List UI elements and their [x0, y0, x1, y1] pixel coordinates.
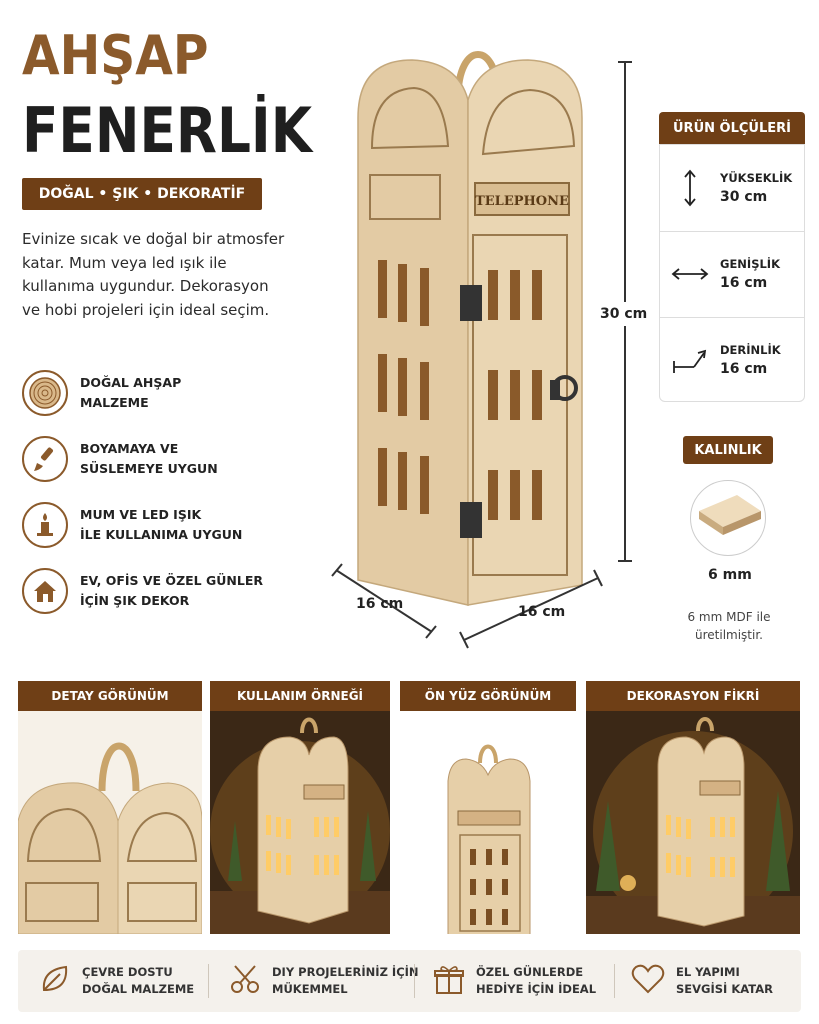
candle-icon: [22, 502, 68, 548]
dimension-label: GENİŞLİK: [720, 256, 780, 271]
divider: [208, 964, 209, 998]
feature-line: DOĞAL AHŞAP: [80, 375, 182, 390]
feature-candle-led: MUM VE LED IŞIK İLE KULLANIMA UYGUN: [22, 500, 322, 550]
gallery-image-usage: [210, 711, 390, 934]
feature-line: MUM VE LED IŞIK: [80, 507, 202, 522]
benefit-line: MÜKEMMEL: [272, 982, 348, 996]
dimension-label: DERİNLİK: [720, 342, 781, 357]
thickness-title: KALINLIK: [683, 436, 773, 464]
thickness-note: 6 mm MDF ile üretilmiştir.: [687, 610, 771, 642]
vertical-arrow-icon: [660, 168, 720, 208]
gift-icon: [432, 962, 466, 1000]
house-icon: [22, 568, 68, 614]
thickness-value: 6 mm: [708, 567, 752, 583]
gallery-image-front: [400, 711, 576, 934]
gallery-image-detail: [18, 711, 202, 934]
divider: [660, 317, 804, 318]
title-line-1: AHŞAP: [22, 24, 209, 87]
gallery-card-decoration: DEKORASYON FİKRİ: [586, 681, 800, 934]
tagline-badge: DOĞAL • ŞIK • DEKORATİF: [22, 178, 262, 210]
feature-decor: EV, OFİS VE ÖZEL GÜNLER İÇİN ŞIK DEKOR: [22, 566, 322, 616]
heart-icon: [630, 962, 666, 1000]
gallery-image-decoration: [586, 711, 800, 934]
dimension-value: 30 cm: [720, 188, 768, 205]
dimension-cap: [618, 61, 632, 63]
paintbrush-icon: [22, 436, 68, 482]
dimension-value: 16 cm: [720, 360, 768, 377]
dimensions-panel: YÜKSEKLİK 30 cm GENİŞLİK 16 cm DERİNLİK 16 …: [659, 144, 805, 402]
divider: [660, 231, 804, 232]
width-dimension-label: 16 cm: [518, 604, 566, 620]
benefit-line: SEVGİSİ KATAR: [676, 982, 773, 996]
dimension-row-height: YÜKSEKLİK 30 cm: [660, 145, 804, 230]
horizontal-arrow-icon: [660, 266, 720, 282]
feature-line: İLE KULLANIMA UYGUN: [80, 527, 243, 542]
feature-paintable: BOYAMAYA VE SÜSLEMEYE UYGUN: [22, 434, 322, 484]
scissors-icon: [228, 962, 262, 1000]
product-sign-text: TELEPHONE: [475, 194, 569, 209]
dimension-value: 16 cm: [720, 274, 768, 291]
depth-dimension-label: 16 cm: [356, 596, 404, 612]
gallery-caption: KULLANIM ÖRNEĞİ: [210, 681, 390, 711]
benefit-line: DOĞAL MALZEME: [82, 982, 195, 996]
feature-line: İÇİN ŞIK DEKOR: [80, 593, 190, 608]
feature-line: BOYAMAYA VE: [80, 441, 179, 456]
leaf-icon: [38, 962, 72, 1000]
gallery-card-detail: DETAY GÖRÜNÜM: [18, 681, 202, 934]
gallery-card-front: ÖN YÜZ GÖRÜNÜM: [400, 681, 576, 934]
benefits-bar: ÇEVRE DOSTU DOĞAL MALZEME DIY PROJELERİNİ…: [18, 950, 801, 1012]
benefit-eco: ÇEVRE DOSTU DOĞAL MALZEME: [38, 950, 194, 1012]
benefit-gift: ÖZEL GÜNLERDE HEDİYE İÇİN İDEAL: [432, 950, 596, 1012]
dimension-cap: [618, 560, 632, 562]
benefit-diy: DIY PROJELERİNİZ İÇİN MÜKEMMEL: [228, 950, 419, 1012]
divider: [414, 964, 415, 998]
gallery-card-usage: KULLANIM ÖRNEĞİ: [210, 681, 390, 934]
gallery-caption: DEKORASYON FİKRİ: [586, 681, 800, 711]
base-dimension-lines: [331, 563, 603, 649]
feature-line: EV, OFİS VE ÖZEL GÜNLER: [80, 573, 263, 588]
dimensions-panel-title: ÜRÜN ÖLÇÜLERİ: [659, 112, 805, 144]
benefit-handmade: EL YAPIMI SEVGİSİ KATAR: [630, 950, 773, 1012]
benefit-line: DIY PROJELERİNİZ İÇİN: [272, 965, 419, 979]
benefit-line: HEDİYE İÇİN İDEAL: [476, 982, 597, 996]
height-dimension-label: 30 cm: [600, 302, 648, 326]
depth-arrow-icon: [660, 345, 720, 375]
benefit-line: ÇEVRE DOSTU: [82, 965, 173, 979]
dimension-row-depth: DERİNLİK 16 cm: [660, 317, 804, 402]
divider: [614, 964, 615, 998]
feature-natural-wood: DOĞAL AHŞAP MALZEME: [22, 368, 322, 418]
dimension-row-width: GENİŞLİK 16 cm: [660, 231, 804, 316]
benefit-line: EL YAPIMI: [676, 965, 740, 979]
intro-text: Evinize sıcak ve doğal bir atmosfer kata…: [22, 230, 285, 319]
product-image: TELEPHONE: [340, 20, 620, 620]
dimension-label: YÜKSEKLİK: [720, 170, 793, 185]
wood-rings-icon: [22, 370, 68, 416]
title-line-2: FENERLİK: [22, 94, 313, 167]
gallery-caption: ÖN YÜZ GÖRÜNÜM: [400, 681, 576, 711]
gallery-caption: DETAY GÖRÜNÜM: [18, 681, 202, 711]
thickness-sample-image: [690, 480, 766, 556]
feature-line: SÜSLEMEYE UYGUN: [80, 461, 218, 476]
benefit-line: ÖZEL GÜNLERDE: [476, 965, 584, 979]
feature-line: MALZEME: [80, 395, 149, 410]
